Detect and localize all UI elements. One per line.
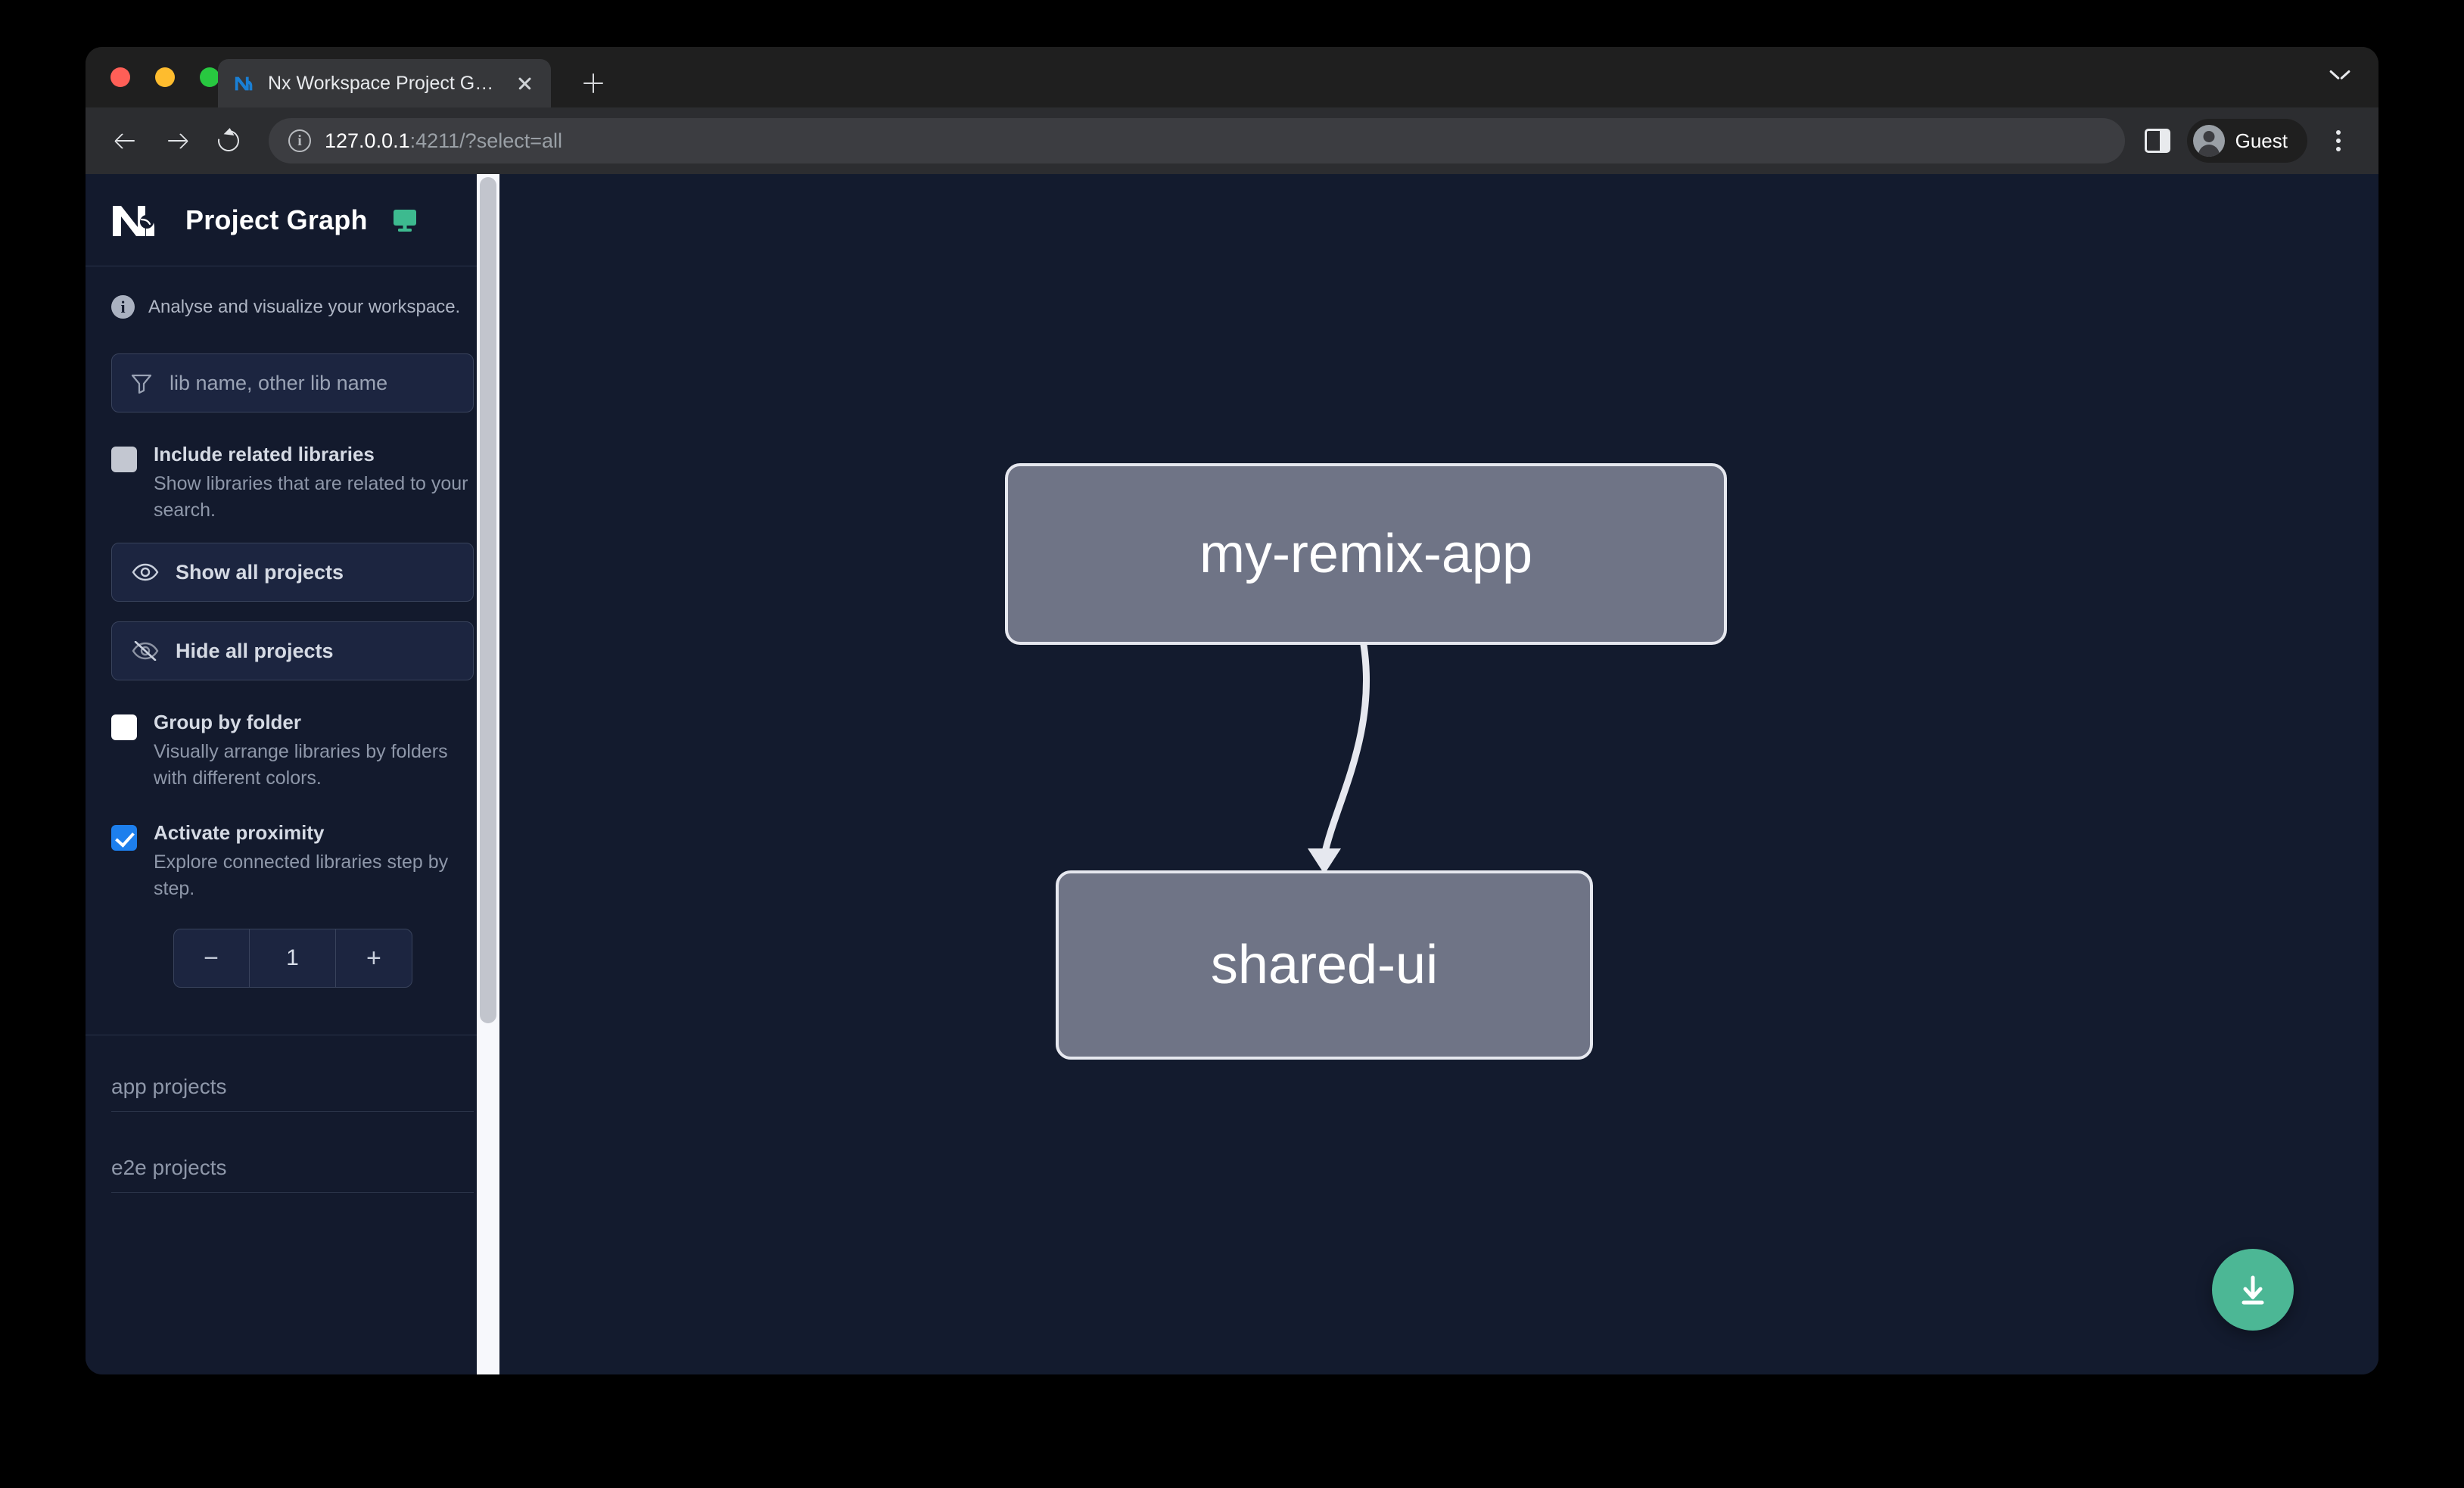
option-description: Visually arrange libraries by folders wi…	[154, 741, 448, 789]
graph-node-my-remix-app[interactable]: my-remix-app	[1005, 463, 1727, 645]
option-include-related-libraries[interactable]: Include related libraries Show libraries…	[111, 443, 474, 523]
group-header-e2e-projects[interactable]: e2e projects	[111, 1112, 474, 1193]
address-bar[interactable]: i 127.0.0.1:4211/?select=all	[269, 118, 2125, 163]
download-icon	[2235, 1272, 2271, 1308]
proximity-stepper: − 1 +	[173, 929, 412, 988]
graph-edges	[1308, 641, 1370, 874]
option-description: Show libraries that are related to your …	[154, 473, 468, 521]
chevron-down-icon[interactable]	[2330, 70, 2350, 80]
increment-button[interactable]: +	[336, 929, 411, 987]
close-icon[interactable]	[512, 70, 537, 96]
maximize-window-button[interactable]	[200, 67, 219, 87]
monitor-icon[interactable]	[392, 208, 418, 232]
back-arrow-icon[interactable]	[104, 119, 148, 163]
avatar	[2192, 125, 2225, 157]
nx-logo-icon	[111, 203, 164, 238]
reload-icon[interactable]	[207, 119, 250, 163]
checkbox-activate-proximity[interactable]	[111, 825, 137, 851]
side-panel-icon[interactable]	[2144, 129, 2170, 153]
option-label: Activate proximity	[154, 821, 325, 844]
stepper-value: 1	[286, 945, 299, 970]
button-label: Show all projects	[176, 560, 344, 584]
group-header-app-projects[interactable]: app projects	[111, 1035, 474, 1112]
node-label: my-remix-app	[1199, 524, 1533, 584]
eye-icon	[132, 562, 159, 582]
nx-logo-icon	[233, 72, 256, 95]
sidebar-note: i Analyse and visualize your workspace.	[86, 266, 499, 319]
toolbar-actions: Guest	[2144, 119, 2356, 163]
sidebar-note-text: Analyse and visualize your workspace.	[148, 296, 461, 317]
node-label: shared-ui	[1210, 935, 1439, 995]
decrement-button[interactable]: −	[174, 929, 249, 987]
graph-node-shared-ui[interactable]: shared-ui	[1056, 870, 1593, 1060]
browser-tab[interactable]: Nx Workspace Project Graph	[218, 59, 551, 107]
browser-toolbar: i 127.0.0.1:4211/?select=all Guest	[86, 107, 2378, 174]
minimize-window-button[interactable]	[155, 67, 175, 87]
checkbox-group-by-folder[interactable]	[111, 714, 137, 740]
button-label: Hide all projects	[176, 639, 334, 662]
option-description: Explore connected libraries step by step…	[154, 851, 449, 899]
info-icon[interactable]: i	[288, 129, 311, 152]
sidebar-header: Project Graph	[86, 174, 499, 266]
download-graph-button[interactable]	[2212, 1249, 2294, 1331]
kebab-menu-icon[interactable]	[2321, 123, 2356, 158]
url-path: :4211/?select=all	[409, 129, 563, 152]
page-content: Project Graph i Analyse and visualize yo…	[86, 174, 2378, 1374]
sidebar: Project Graph i Analyse and visualize yo…	[86, 174, 499, 1374]
search-input[interactable]: lib name, other lib name	[111, 353, 474, 412]
tab-strip: Nx Workspace Project Graph	[86, 47, 2378, 107]
option-label: Include related libraries	[154, 443, 375, 465]
option-activate-proximity[interactable]: Activate proximity Explore connected lib…	[111, 821, 474, 901]
url-host: 127.0.0.1	[325, 129, 410, 152]
profile-label: Guest	[2235, 129, 2288, 152]
sidebar-scroll-area: lib name, other lib name Include related…	[86, 319, 499, 1374]
page-title: Project Graph	[185, 204, 368, 235]
search-placeholder: lib name, other lib name	[170, 371, 388, 394]
option-group-by-folder[interactable]: Group by folder Visually arrange librari…	[111, 711, 474, 791]
window-controls	[110, 67, 219, 87]
funnel-icon	[130, 372, 153, 394]
checkbox-include-related-libraries[interactable]	[111, 447, 137, 472]
info-icon: i	[111, 295, 135, 319]
url-text: 127.0.0.1:4211/?select=all	[325, 129, 562, 153]
sidebar-scrollbar[interactable]	[477, 174, 499, 1374]
forward-arrow-icon[interactable]	[155, 119, 199, 163]
tab-title: Nx Workspace Project Graph	[268, 72, 499, 94]
option-label: Group by folder	[154, 711, 301, 733]
scrollbar-thumb[interactable]	[480, 177, 496, 1024]
hide-all-projects-button[interactable]: Hide all projects	[111, 621, 474, 680]
graph-canvas[interactable]: my-remix-app shared-ui	[499, 174, 2378, 1374]
new-tab-button[interactable]	[574, 64, 613, 103]
profile-button[interactable]: Guest	[2186, 119, 2307, 163]
show-all-projects-button[interactable]: Show all projects	[111, 543, 474, 602]
browser-window: Nx Workspace Project Graph i 127.0.0.1:4…	[86, 47, 2378, 1374]
eye-off-icon	[132, 640, 159, 662]
close-window-button[interactable]	[110, 67, 130, 87]
